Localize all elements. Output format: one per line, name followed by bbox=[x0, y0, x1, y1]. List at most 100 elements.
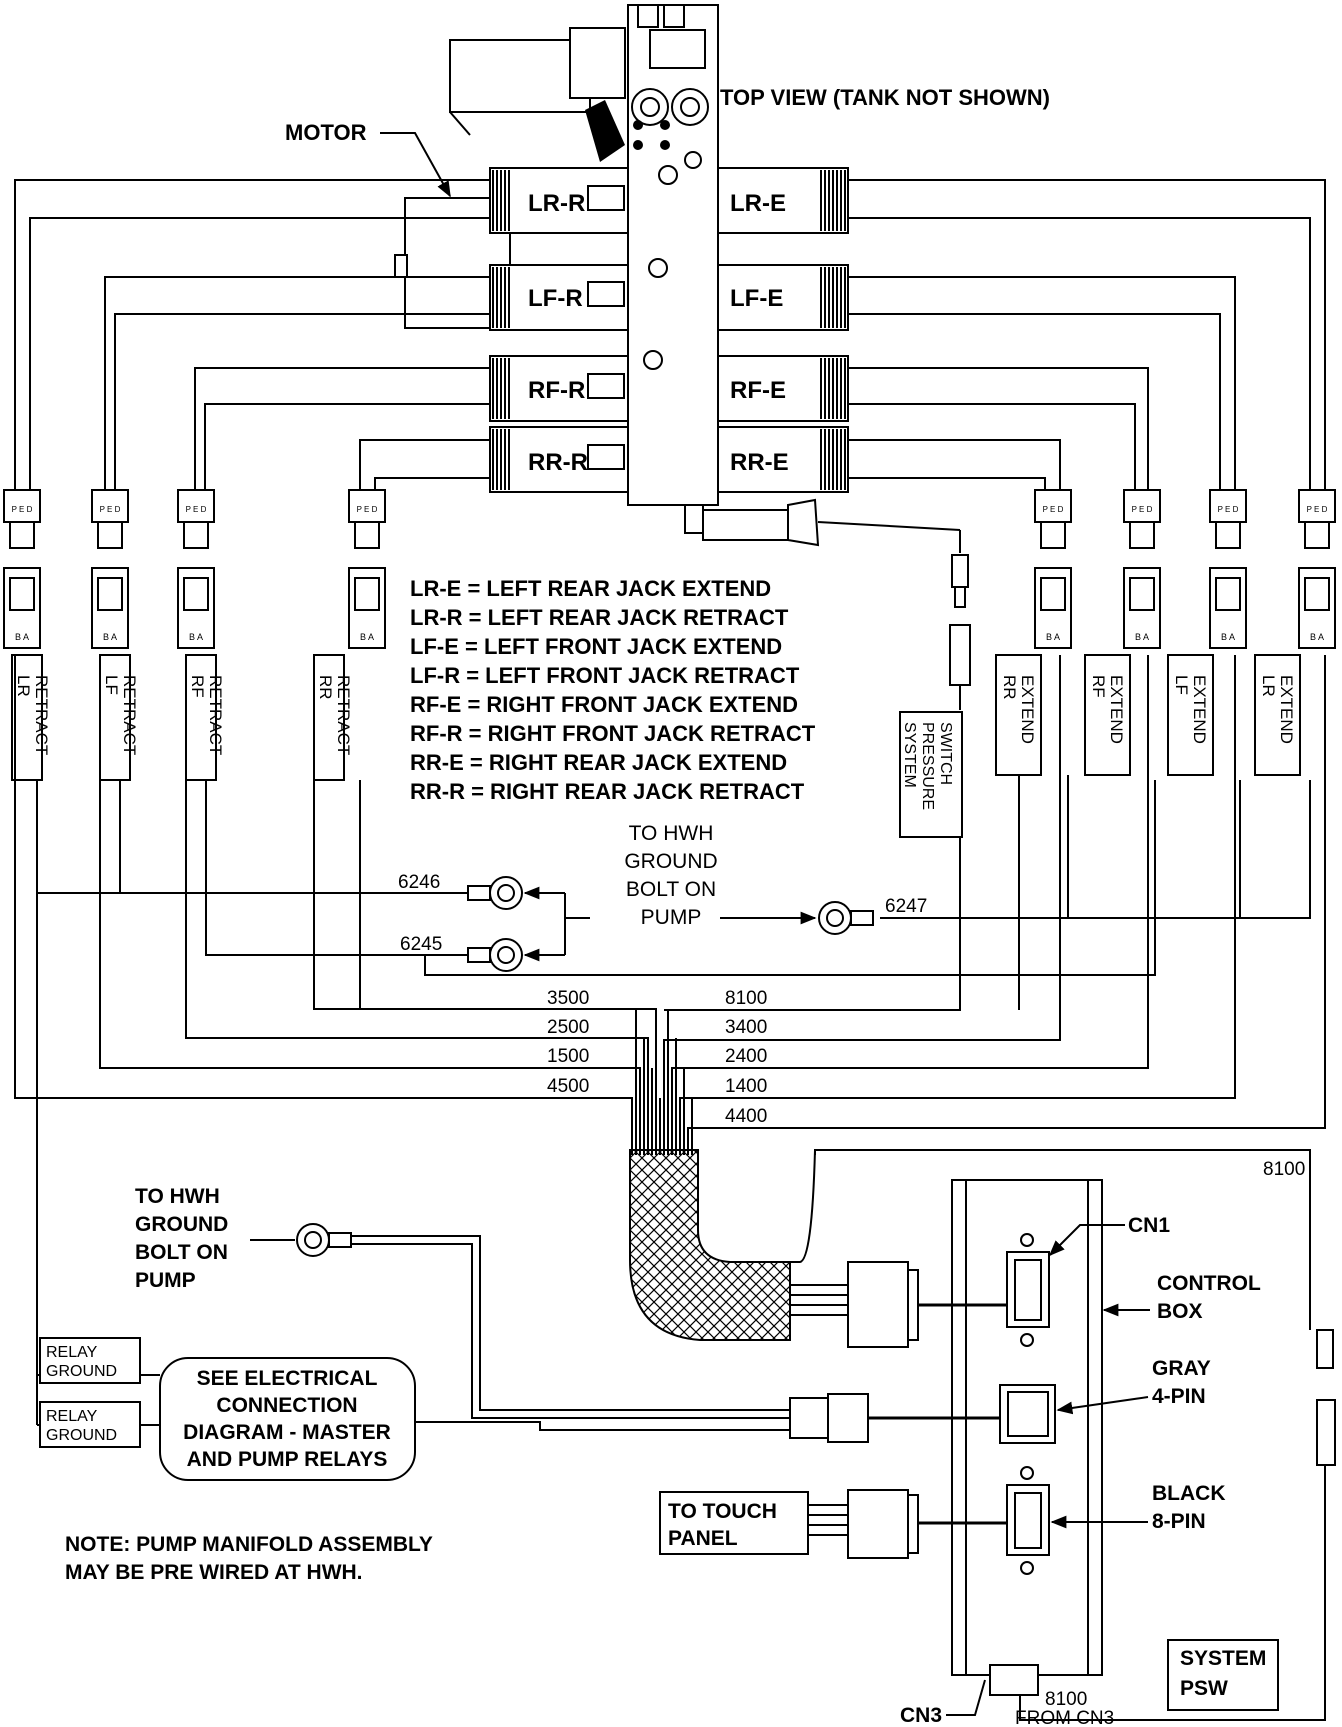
relay-ground-2: RELAY GROUND bbox=[39, 1401, 141, 1448]
svg-text:3400: 3400 bbox=[725, 1017, 767, 1038]
svg-text:FROM CN3: FROM CN3 bbox=[1015, 1708, 1114, 1727]
svg-text:LR-R: LR-R bbox=[528, 190, 585, 217]
svg-text:LF-E: LF-E bbox=[730, 285, 783, 312]
svg-text:TO HWH: TO HWH bbox=[135, 1185, 220, 1208]
plug-head bbox=[1034, 489, 1072, 523]
svg-text:GRAY: GRAY bbox=[1152, 1357, 1211, 1380]
pin-mark: B A bbox=[1221, 632, 1235, 642]
svg-text:CONTROL: CONTROL bbox=[1157, 1272, 1261, 1295]
svg-text:TO HWH: TO HWH bbox=[629, 822, 714, 845]
svg-text:RETRACT: RETRACT bbox=[32, 675, 51, 755]
tag-lf-retract: LF RETRACT bbox=[99, 654, 139, 781]
svg-text:CONNECTION: CONNECTION bbox=[216, 1394, 357, 1417]
pin-mark: B A bbox=[103, 632, 117, 642]
svg-text:8100: 8100 bbox=[1263, 1159, 1305, 1180]
pin-mark: B A bbox=[1135, 632, 1149, 642]
svg-text:GROUND: GROUND bbox=[135, 1213, 228, 1236]
svg-text:LR: LR bbox=[14, 675, 33, 697]
plug-mark: P E D bbox=[1307, 505, 1328, 514]
to-touch-panel: TO TOUCH PANEL bbox=[659, 1491, 809, 1555]
svg-text:RR-E: RR-E bbox=[730, 449, 789, 476]
plug-connectors: P E D B A P E D B A P E D B A P E D B A P E D B A… bbox=[3, 489, 1336, 649]
pre-wired-note: NOTE: PUMP MANIFOLD ASSEMBLY MAY BE PRE … bbox=[65, 1533, 433, 1584]
pin-mark: B A bbox=[1310, 632, 1324, 642]
svg-text:EXTEND: EXTEND bbox=[1107, 675, 1126, 744]
top-view-label: TOP VIEW (TANK NOT SHOWN) bbox=[720, 85, 1050, 110]
svg-text:DIAGRAM - MASTER: DIAGRAM - MASTER bbox=[183, 1421, 391, 1444]
svg-text:GROUND: GROUND bbox=[46, 1427, 117, 1444]
plug-mark: P E D bbox=[357, 505, 378, 514]
motor-label: MOTOR bbox=[285, 120, 367, 145]
plug-head bbox=[1298, 489, 1336, 523]
control-box bbox=[789, 1179, 1336, 1721]
legend-row: LF-E = LEFT FRONT JACK EXTEND bbox=[410, 634, 782, 659]
svg-text:RF: RF bbox=[188, 675, 207, 698]
pin-mark: B A bbox=[360, 632, 374, 642]
pin-mark: B A bbox=[189, 632, 203, 642]
valve-rf-e: RF-E bbox=[717, 355, 849, 422]
svg-text:SYSTEM: SYSTEM bbox=[901, 722, 918, 788]
svg-text:RETRACT: RETRACT bbox=[206, 675, 225, 755]
valve-lf-r: LF-R bbox=[489, 264, 629, 331]
tag-lf-extend: LF EXTEND bbox=[1167, 654, 1214, 776]
valve-lf-e: LF-E bbox=[717, 264, 849, 331]
svg-text:2400: 2400 bbox=[725, 1046, 767, 1067]
svg-text:RETRACT: RETRACT bbox=[334, 675, 353, 755]
svg-text:EXTEND: EXTEND bbox=[1277, 675, 1296, 744]
svg-text:NOTE: PUMP MANIFOLD ASSEMBLY: NOTE: PUMP MANIFOLD ASSEMBLY bbox=[65, 1533, 433, 1556]
control-box-labels: CN1 CONTROL BOX GRAY 4-PIN BLACK 8-PIN C… bbox=[900, 1159, 1305, 1727]
svg-text:TO TOUCH: TO TOUCH bbox=[668, 1500, 777, 1523]
tag-rf-retract: RF RETRACT bbox=[185, 654, 225, 781]
tag-rr-extend: RR EXTEND bbox=[995, 654, 1042, 776]
svg-text:6247: 6247 bbox=[885, 896, 927, 917]
svg-text:PSW: PSW bbox=[1180, 1677, 1228, 1700]
svg-text:SYSTEM: SYSTEM bbox=[1180, 1647, 1266, 1670]
svg-text:RELAY: RELAY bbox=[46, 1344, 98, 1361]
lower-ground bbox=[37, 1223, 790, 1431]
svg-text:PUMP: PUMP bbox=[135, 1269, 196, 1292]
manifold-block bbox=[627, 4, 719, 506]
svg-text:RR: RR bbox=[316, 675, 335, 700]
pin-mark: B A bbox=[1046, 632, 1060, 642]
plug-mark: P E D bbox=[1132, 505, 1153, 514]
svg-text:RF: RF bbox=[1089, 675, 1108, 698]
svg-text:6246: 6246 bbox=[398, 872, 440, 893]
legend-row: RR-E = RIGHT REAR JACK EXTEND bbox=[410, 750, 787, 775]
svg-text:RF-E: RF-E bbox=[730, 377, 786, 404]
pin-mark: B A bbox=[15, 632, 29, 642]
svg-text:AND PUMP RELAYS: AND PUMP RELAYS bbox=[187, 1448, 388, 1471]
legend-row: RF-E = RIGHT FRONT JACK EXTEND bbox=[410, 692, 798, 717]
svg-text:4500: 4500 bbox=[547, 1076, 589, 1097]
tag-rf-extend: RF EXTEND bbox=[1084, 654, 1131, 776]
valve-lr-e: LR-E bbox=[717, 167, 849, 234]
legend: LR-E = LEFT REAR JACK EXTEND LR-R = LEFT… bbox=[410, 576, 816, 804]
svg-text:SEE ELECTRICAL: SEE ELECTRICAL bbox=[197, 1367, 378, 1390]
svg-text:8-PIN: 8-PIN bbox=[1152, 1510, 1206, 1533]
cn1-label: CN1 bbox=[1128, 1214, 1170, 1237]
plug-head bbox=[1209, 489, 1247, 523]
svg-text:3500: 3500 bbox=[547, 988, 589, 1009]
svg-text:2500: 2500 bbox=[547, 1017, 589, 1038]
see-electrical-note bbox=[159, 1357, 416, 1481]
svg-text:LF: LF bbox=[102, 675, 121, 695]
plug-mark: P E D bbox=[12, 505, 33, 514]
plug-head bbox=[1123, 489, 1161, 523]
plug-mark: P E D bbox=[100, 505, 121, 514]
svg-text:GROUND: GROUND bbox=[624, 850, 717, 873]
pressure-switch-connector: SYSTEM PRESSURE SWITCH bbox=[899, 554, 971, 838]
valve-rr-r: RR-R bbox=[489, 426, 629, 493]
legend-row: LR-E = LEFT REAR JACK EXTEND bbox=[410, 576, 771, 601]
svg-text:LR-E: LR-E bbox=[730, 190, 786, 217]
valve-rr-e: RR-E bbox=[717, 426, 849, 493]
plug-mark: P E D bbox=[1043, 505, 1064, 514]
motor-body bbox=[449, 39, 591, 113]
plug-head bbox=[3, 489, 41, 523]
see-electrical-text: SEE ELECTRICAL CONNECTION DIAGRAM - MAST… bbox=[183, 1367, 391, 1471]
plug-mark: P E D bbox=[1218, 505, 1239, 514]
svg-text:RELAY: RELAY bbox=[46, 1408, 98, 1425]
svg-text:PRESSURE: PRESSURE bbox=[919, 722, 936, 810]
cn3-label: CN3 bbox=[900, 1704, 942, 1727]
ground-note-lower: TO HWH GROUND BOLT ON PUMP bbox=[135, 1185, 228, 1292]
